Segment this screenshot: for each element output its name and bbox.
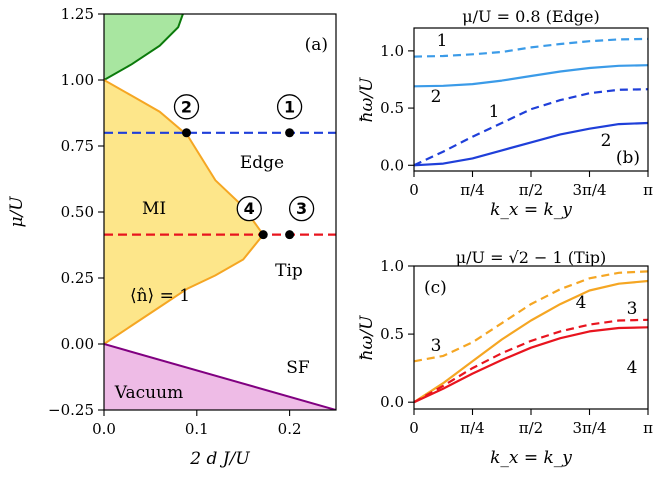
- panel-c-x-axis-label: k_x = k_y: [490, 448, 572, 468]
- x-tick-label: π/2: [519, 181, 543, 199]
- y-tick-label: 1.25: [61, 5, 94, 23]
- sf-region-label: SF: [286, 358, 310, 378]
- tip-line-label: Tip: [275, 261, 303, 281]
- panel-c-y-axis-label: ħω/U: [357, 315, 377, 361]
- y-tick-label: 0.75: [61, 137, 94, 155]
- b-series-0-label: 1: [437, 31, 448, 51]
- x-tick-label: π: [643, 419, 653, 437]
- b-series-2-line: [413, 88, 649, 167]
- c-series-2-label: 3: [627, 299, 638, 319]
- panel-b-frame: [413, 27, 649, 172]
- panel-c: μ/U = √2 − 1 (Tip) 0 π/4 π/2 3π/4 π 0.0 0.5 1.…: [357, 248, 653, 468]
- x-tick-label: 0.0: [92, 420, 116, 438]
- y-tick-label: 0.00: [61, 335, 94, 353]
- panel-c-y-ticks: 0.0 0.5 1.0: [380, 257, 414, 411]
- panel-a-x-ticks: 0.0 0.1 0.2: [92, 410, 302, 438]
- point-4-number: 4: [244, 199, 255, 218]
- panel-a-y-axis-label: μ/U: [7, 196, 27, 228]
- point-3-badge: [288, 196, 315, 222]
- panel-b-x-ticks: 0 π/4 π/2 3π/4 π: [409, 171, 653, 199]
- point-1-badge: [276, 94, 303, 120]
- y-tick-label: 1.0: [380, 42, 404, 60]
- y-tick-label: 0.0: [380, 393, 404, 411]
- point-3-number: 3: [296, 199, 307, 218]
- panel-c-curve-labels: 3 4 3 4: [431, 293, 638, 378]
- x-tick-label: 0.1: [185, 420, 209, 438]
- panel-c-frame: [413, 265, 649, 410]
- upper-mott-region: [104, 14, 183, 80]
- x-tick-label: π/4: [460, 181, 484, 199]
- c-series-3-label: 4: [627, 358, 638, 378]
- c-series-2-line: [413, 318, 649, 404]
- x-tick-label: 0.2: [278, 420, 302, 438]
- b-series-3-line: [413, 121, 649, 167]
- panel-b-series: [413, 37, 649, 167]
- x-tick-label: π/2: [519, 419, 543, 437]
- panel-a: 1 2 3 4 0.0 0.1 0.2 −0.25 0.00 0.25 0.50 0.75 1.00…: [7, 5, 337, 469]
- b-series-3-label: 2: [601, 131, 612, 151]
- x-tick-label: 0: [409, 181, 419, 199]
- y-tick-label: 0.5: [380, 325, 404, 343]
- c-series-3-line: [413, 326, 649, 404]
- b-series-1-label: 2: [431, 87, 442, 107]
- point-markers: 1 2 3 4: [173, 94, 315, 240]
- y-tick-label: 0.50: [61, 203, 94, 221]
- vacuum-boundary: [104, 343, 336, 410]
- point-4-badge: [236, 196, 262, 222]
- b-series-0-line: [413, 37, 649, 58]
- y-tick-label: 1.00: [61, 71, 94, 89]
- c-series-1-line: [413, 279, 649, 404]
- b-series-1-line: [413, 64, 649, 88]
- point-1-number: 1: [284, 97, 295, 116]
- panel-b-y-ticks: 0.0 0.5 1.0: [380, 42, 414, 174]
- vacuum-region-label: Vacuum: [114, 383, 183, 403]
- panel-a-label: (a): [305, 35, 328, 55]
- c-series-1-label: 4: [576, 293, 587, 313]
- panel-b-label: (b): [616, 148, 640, 168]
- panel-a-y-ticks: −0.25 0.00 0.25 0.50 0.75 1.00 1.25: [48, 5, 104, 419]
- y-tick-label: 0.0: [380, 156, 404, 174]
- point-2-marker: [181, 128, 191, 138]
- b-series-2-label: 1: [489, 102, 500, 122]
- occupation-label: ⟨n̂⟩ = 1: [130, 286, 190, 306]
- panel-a-x-axis-label: 2 d J/U: [189, 449, 250, 469]
- point-2-number: 2: [181, 97, 192, 116]
- c-series-0-line: [413, 270, 649, 363]
- panel-b-x-axis-label: k_x = k_y: [490, 200, 572, 220]
- panel-c-label: (c): [424, 278, 447, 298]
- upper-mott-boundary: [104, 14, 184, 81]
- x-tick-label: 3π/4: [573, 181, 607, 199]
- y-tick-label: −0.25: [48, 401, 94, 419]
- panel-b-curve-labels: 1 2 1 2: [431, 31, 612, 151]
- mott-insulator-region: [104, 80, 264, 344]
- panel-a-plot-area: [104, 14, 336, 410]
- panel-c-x-ticks: 0 π/4 π/2 3π/4 π: [409, 409, 653, 437]
- c-series-0-label: 3: [431, 336, 442, 356]
- x-tick-label: π/4: [460, 419, 484, 437]
- panel-b-title: μ/U = 0.8 (Edge): [462, 7, 600, 26]
- point-4-marker: [258, 230, 268, 240]
- edge-line-label: Edge: [240, 153, 284, 173]
- x-tick-label: π: [643, 181, 653, 199]
- panel-c-title: μ/U = √2 − 1 (Tip): [456, 248, 607, 267]
- panel-c-series: [413, 270, 649, 404]
- point-2-badge: [173, 94, 200, 120]
- point-1-marker: [285, 128, 295, 138]
- point-3-marker: [285, 230, 295, 240]
- mi-region-label: MI: [142, 199, 166, 219]
- y-tick-label: 0.25: [61, 269, 94, 287]
- y-tick-label: 1.0: [380, 257, 404, 275]
- x-tick-label: 0: [409, 419, 419, 437]
- x-tick-label: 3π/4: [573, 419, 607, 437]
- y-tick-label: 0.5: [380, 99, 404, 117]
- panel-b-y-axis-label: ħω/U: [357, 77, 377, 123]
